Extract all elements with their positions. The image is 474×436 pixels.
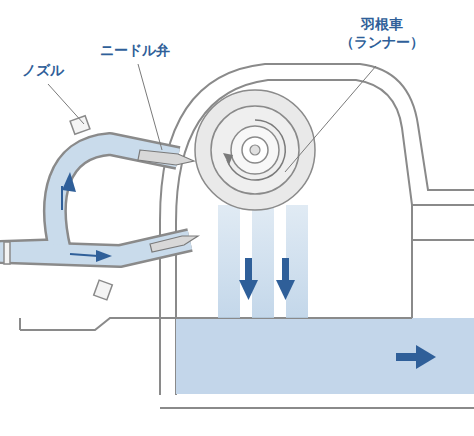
flow-arrow bbox=[396, 345, 436, 369]
leader-line bbox=[48, 64, 376, 172]
part-label: 羽根車 （ランナー） bbox=[332, 16, 432, 51]
runner-wheel bbox=[195, 90, 315, 210]
tailrace-water bbox=[176, 318, 474, 394]
part-label: ニードル弁 bbox=[100, 42, 170, 60]
part-label: ノズル bbox=[22, 62, 64, 80]
flow-arrow bbox=[239, 258, 295, 300]
